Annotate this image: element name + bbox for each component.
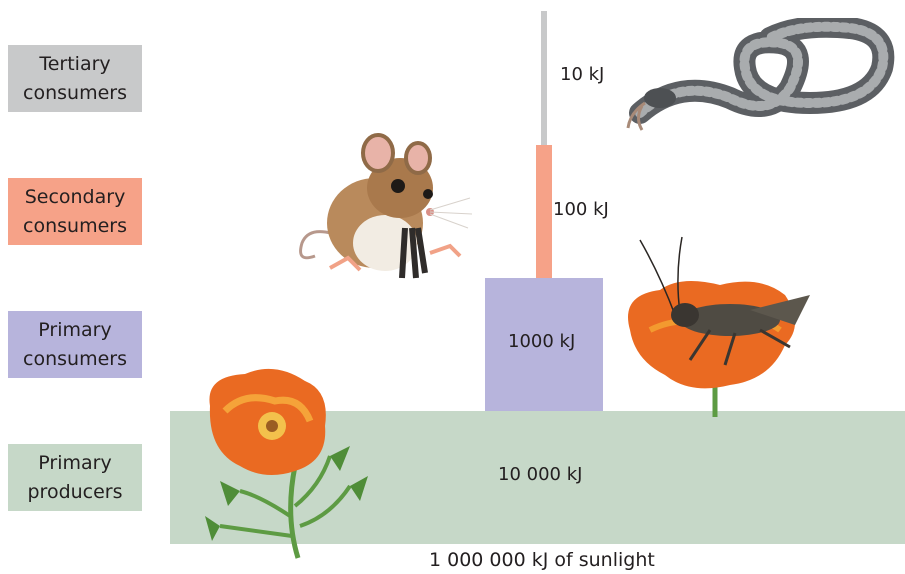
energy-value-secondary: 100 kJ (553, 199, 609, 220)
level-label-primary-producers: Primary producers (8, 444, 142, 511)
poppy-flower-icon (200, 366, 375, 561)
sunlight-caption: 1 000 000 kJ of sunlight (429, 549, 655, 571)
mouse-icon (290, 128, 475, 283)
snake-icon (620, 18, 895, 138)
cricket-on-flower-icon (620, 235, 820, 420)
level-label-tertiary-consumers: Tertiary consumers (8, 45, 142, 112)
level-label-secondary-consumers: Secondary consumers (8, 178, 142, 245)
level-label-primary-consumers: Primary consumers (8, 311, 142, 378)
energy-value-primary-consumers: 1000 kJ (508, 331, 575, 352)
energy-bar-tertiary-consumers (541, 11, 547, 145)
energy-value-producers: 10 000 kJ (498, 464, 582, 485)
energy-value-tertiary: 10 kJ (560, 64, 604, 85)
energy-bar-secondary-consumers (536, 145, 552, 278)
